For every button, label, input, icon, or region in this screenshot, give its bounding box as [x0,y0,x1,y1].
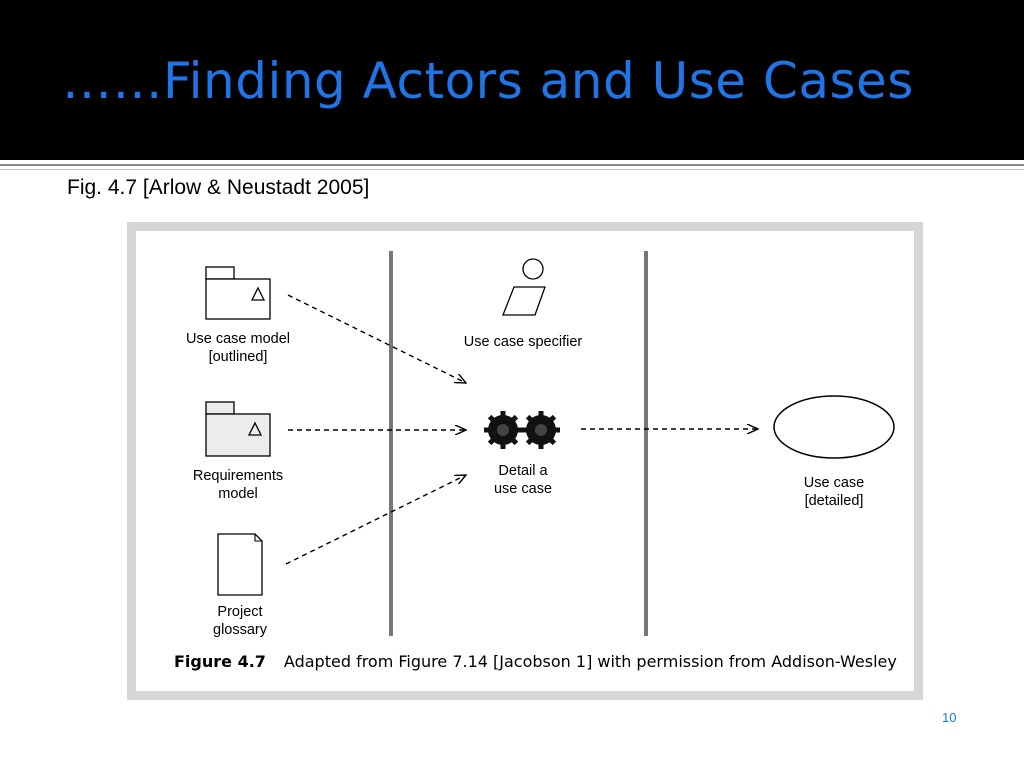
artifact-label: Use case model[outlined] [186,331,290,365]
title-bar [0,0,1024,160]
slide-title: ……Finding Actors and Use Cases [62,52,914,110]
divider-line [0,164,1024,166]
package-icon [205,266,271,320]
package-icon [205,401,271,457]
figure-caption: Figure 4.7 Adapted from Figure 7.14 [Jaco… [174,652,897,671]
divider-line-thin [0,169,1024,170]
worker-label: Use case specifier [463,334,583,350]
document-icon [217,533,263,596]
worker-icon [502,258,546,316]
output-label: Use case[detailed] [803,475,865,509]
use-case-ellipse-icon [773,395,895,459]
workflow-diagram [205,251,895,636]
flow-arrow [287,294,466,383]
page-number: 10 [942,710,957,725]
figure-caption-text: Adapted from Figure 7.14 [Jacobson 1] wi… [283,652,897,671]
figure-reference: Fig. 4.7 [Arlow & Neustadt 2005] [67,176,370,199]
figure-caption-label: Figure 4.7 [174,652,266,671]
flow-arrow [285,475,466,565]
gear-icon [484,411,560,449]
